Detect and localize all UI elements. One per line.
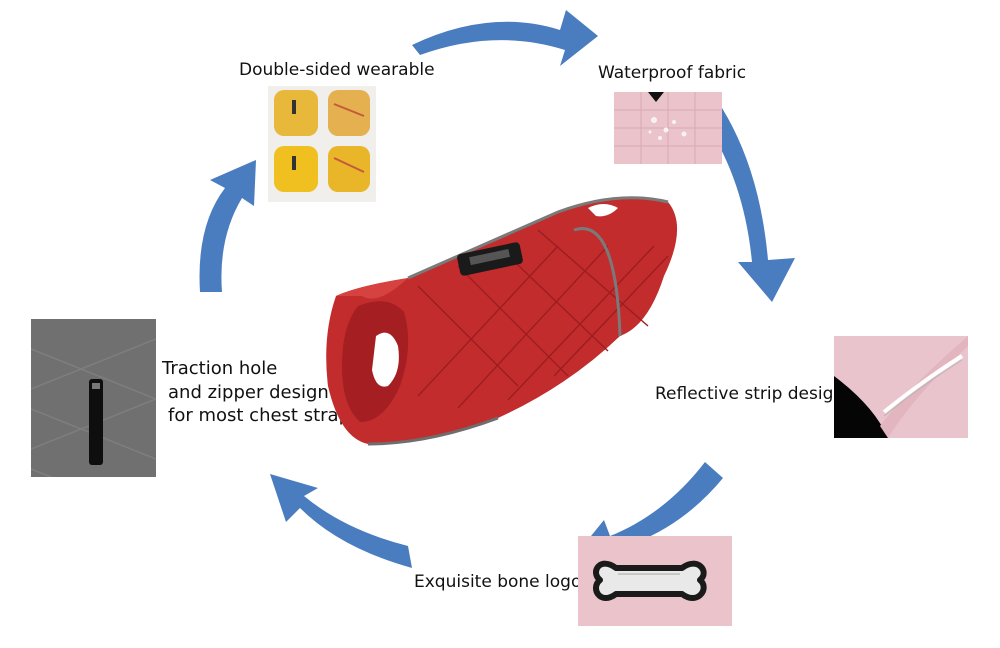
handle-icon [89, 379, 103, 465]
label-double-sided: Double-sided wearable [239, 60, 435, 80]
label-traction-2: and zipper design [168, 382, 329, 403]
dog-coat-image [326, 196, 678, 446]
cycle-arrow-icon [412, 10, 598, 66]
cycle-arrow-icon [705, 108, 795, 302]
cycle-arrow-icon [270, 474, 412, 568]
label-traction-1: Traction hole [162, 358, 278, 379]
label-traction-3: for most chest straps [168, 405, 360, 426]
label-reflective: Reflective strip desig [655, 384, 834, 404]
label-bone-logo: Exquisite bone logo [414, 572, 582, 592]
bone-logo-icon [593, 560, 707, 601]
label-waterproof: Waterproof fabric [598, 63, 747, 83]
waterproof-image [614, 92, 722, 164]
double-sided-image [268, 86, 376, 202]
bone-logo-image [578, 536, 732, 626]
reflective-image [834, 336, 968, 438]
cycle-arrow-icon [199, 160, 256, 292]
traction-image [31, 319, 156, 477]
coat-view [274, 90, 370, 192]
